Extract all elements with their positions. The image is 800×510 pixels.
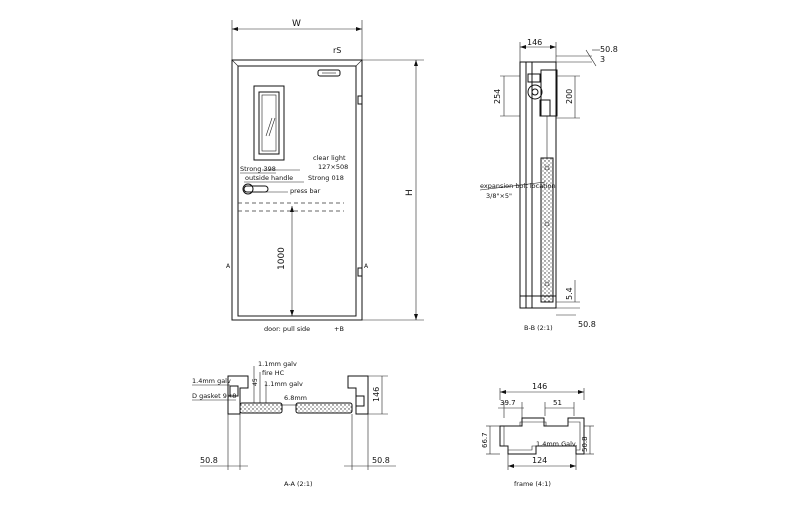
frame-dim-146: 146	[532, 382, 547, 391]
front-caption-mark: +B	[334, 325, 344, 333]
front-caption: door: pull side	[264, 325, 310, 333]
aa-left-leaf	[239, 402, 283, 414]
clear-light-label: clear light	[313, 154, 346, 162]
aa-gasket: D gasket 9×8	[192, 392, 236, 400]
frame-dim-50-8: 50.8	[581, 436, 589, 452]
aa-galv-top: 1.1mm galv	[258, 360, 297, 368]
section-marker-a-left: A	[226, 263, 231, 270]
strong-label: Strong 398	[240, 165, 276, 173]
aa-dim-50-8-left: 50.8	[200, 456, 218, 465]
aa-dim-50-8-right: 50.8	[372, 456, 390, 465]
bb-dim-254: 254	[493, 89, 502, 104]
aa-caption: A-A (2:1)	[284, 480, 313, 488]
aa-fire-hc: fire HC	[262, 369, 285, 377]
frame-galv: 1.4mm Galv.	[536, 440, 577, 448]
frame-profile	[499, 417, 585, 455]
bb-dim-3: 3	[600, 55, 605, 64]
bb-dim-50-8-bottom: 50.8	[578, 320, 596, 329]
dim-top-right: rS	[333, 46, 341, 55]
vision-panel-outer	[253, 85, 285, 161]
frame-dim-124: 124	[532, 456, 547, 465]
bb-dim-5-4: 5.4	[565, 287, 574, 300]
aa-dim-6-8: 6.8mm	[284, 394, 307, 402]
bb-dim-50-8-top: 50.8	[600, 45, 618, 54]
bb-closer-body	[540, 69, 558, 117]
vision-panel-glass	[258, 91, 280, 155]
section-marker-a-right: A	[364, 263, 369, 270]
clear-light-size: 127×508	[318, 163, 348, 171]
aa-galv-mid: 1.1mm galv	[264, 380, 303, 388]
section-b-b: 146 50.8 3 254 200 expansion b	[479, 38, 618, 332]
strong-018-label: Strong 018	[308, 174, 344, 182]
bb-caption: B-B (2:1)	[524, 324, 553, 332]
section-a-a: 1.1mm galv fire HC 1.1mm galv 45 1.4mm g…	[192, 360, 396, 488]
dim-width: W	[292, 19, 301, 29]
bb-expansion-bolt: expansion bolt location	[480, 182, 556, 190]
bb-dim-200: 200	[565, 89, 574, 104]
front-elevation: W rS clear light 127×508 Strong 398 out	[226, 19, 424, 333]
frame-dim-51: 51	[553, 399, 562, 407]
closer-symbol	[317, 69, 341, 77]
bb-closer-arm-icon	[527, 84, 543, 100]
aa-dim-45: 45	[252, 378, 259, 386]
press-bar-label: press bar	[290, 187, 321, 195]
outside-handle-label: outside handle	[245, 174, 293, 182]
frame-dim-66-7: 66.7	[481, 432, 489, 448]
dim-height: H	[405, 189, 415, 196]
bb-dim-146: 146	[527, 38, 542, 47]
bb-bolt-size: 3/8"×5"	[486, 192, 512, 200]
dim-1000: 1000	[277, 247, 287, 270]
aa-dim-146: 146	[372, 387, 381, 402]
hinge-top	[357, 95, 363, 105]
hinge-bottom	[357, 267, 363, 277]
aa-galv-left: 1.4mm galv	[192, 377, 231, 385]
aa-right-leaf	[295, 402, 353, 414]
frame-caption: frame (4:1)	[514, 480, 551, 488]
frame-detail: 146 39.7 51 66.7 1.4mm Galv. 50.8 124 fr…	[481, 382, 594, 488]
bb-door-core	[540, 157, 554, 303]
frame-dim-39-7: 39.7	[500, 399, 516, 407]
handle-icon	[242, 183, 254, 195]
